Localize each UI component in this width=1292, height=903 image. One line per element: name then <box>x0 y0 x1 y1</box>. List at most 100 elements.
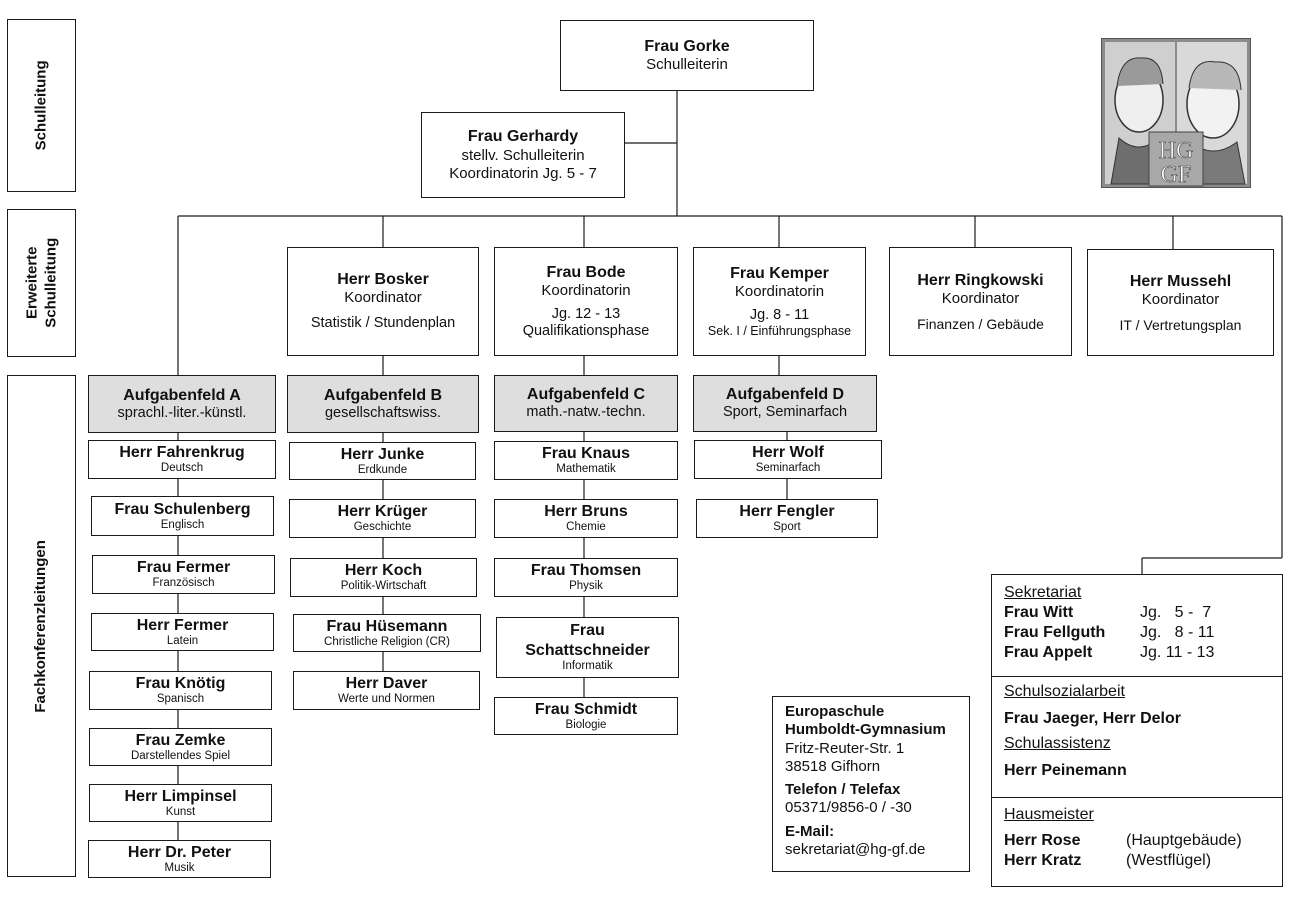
member-box: Frau Hüsemann Christliche Religion (CR) <box>293 614 481 652</box>
hausmeister-label: Hausmeister <box>1004 806 1094 823</box>
member-box: Herr Junke Erdkunde <box>289 442 476 480</box>
staff-name: Frau Appelt <box>1004 644 1093 661</box>
node-detail: Finanzen / Gebäude <box>917 315 1044 332</box>
field-title: Aufgabenfeld B <box>323 386 443 404</box>
node-role: Koordinator <box>1141 290 1220 308</box>
node-detail: Statistik / Stundenplan <box>310 315 456 332</box>
staff-name: Frau Witt <box>1004 604 1074 621</box>
member-subject: Darstellendes Spiel <box>130 749 231 762</box>
member-box: Herr Daver Werte und Normen <box>293 671 480 710</box>
node-coordinator-bosker: Herr Bosker Koordinator Statistik / Stun… <box>287 247 479 356</box>
member-name: Frau Fermer <box>136 559 231 576</box>
member-box: Frau Thomsen Physik <box>494 558 678 597</box>
node-name: Frau Gerhardy <box>467 128 579 146</box>
staff-name: Herr Kratz <box>1004 852 1082 869</box>
member-box: Frau Schattschneider Informatik <box>496 617 679 678</box>
school-name: Humboldt-Gymnasium <box>785 721 946 739</box>
member-box: Herr Limpinsel Kunst <box>89 784 272 822</box>
member-name: Frau Knötig <box>135 675 226 692</box>
member-name: Frau Thomsen <box>530 562 642 579</box>
node-coordinator-ringkowski: Herr Ringkowski Koordinator Finanzen / G… <box>889 247 1072 356</box>
staff-name: Herr Rose <box>1004 832 1081 849</box>
sekretariat-label: Sekretariat <box>1004 584 1082 601</box>
divider <box>992 797 1282 798</box>
list-item: Frau Fellguth Jg. 8 - 11 <box>1004 623 1270 643</box>
email-address: sekretariat@hg-gf.de <box>785 841 926 859</box>
member-subject: Physik <box>569 580 603 593</box>
member-subject: Erdkunde <box>357 463 408 476</box>
sozial-section: Schulsozialarbeit Frau Jaeger, Herr Delo… <box>992 682 1282 781</box>
member-box: Frau Fermer Französisch <box>92 555 275 594</box>
node-name: Frau Bode <box>546 263 626 281</box>
member-name: Frau Schmidt <box>534 700 638 718</box>
member-subject: Französisch <box>152 577 215 590</box>
node-name: Herr Ringkowski <box>917 271 1044 289</box>
logo-text-hg: HG <box>1159 138 1194 164</box>
member-box: Herr Wolf Seminarfach <box>694 440 882 479</box>
staff-name: Frau Fellguth <box>1004 624 1106 641</box>
node-coordinator-kemper: Frau Kemper Koordinatorin Jg. 8 - 11 Sek… <box>693 247 866 356</box>
member-box: Frau Knötig Spanisch <box>89 671 272 710</box>
member-name: Frau Schulenberg <box>114 500 251 518</box>
phone-number: 05371/9856-0 / -30 <box>785 799 912 817</box>
member-subject: Deutsch <box>160 462 204 475</box>
member-subject: Kunst <box>165 805 196 818</box>
member-box: Herr Fengler Sport <box>696 499 878 538</box>
member-subject: Englisch <box>160 518 205 531</box>
list-item: Herr Kratz (Westflügel) <box>1004 851 1270 871</box>
list-item: Herr Rose(Hauptgebäude) <box>1004 831 1270 851</box>
field-subtitle: gesellschaftswiss. <box>324 404 442 421</box>
node-role: Koordinatorin <box>541 281 631 299</box>
member-name: Schattschneider <box>525 641 650 659</box>
assistenz-label: Schulassistenz <box>1004 735 1111 752</box>
field-subtitle: Sport, Seminarfach <box>722 404 848 421</box>
member-subject: Sport <box>773 521 801 534</box>
member-name: Herr Krüger <box>337 503 428 520</box>
member-subject: Biologie <box>565 718 607 731</box>
node-detail: IT / Vertretungsplan <box>1119 316 1242 333</box>
field-title: Aufgabenfeld A <box>123 386 241 404</box>
staff-jg: Jg. 8 - 11 <box>1140 624 1215 641</box>
node-detail: Jg. 8 - 11 <box>749 306 810 323</box>
member-name: Herr Daver <box>345 675 428 692</box>
field-header-d: Aufgabenfeld D Sport, Seminarfach <box>693 375 877 432</box>
node-role: Koordinator <box>344 289 422 307</box>
member-subject: Mathematik <box>556 463 616 476</box>
member-name: Herr Fermer <box>136 616 229 634</box>
member-name: Frau Zemke <box>135 731 226 749</box>
node-name: Frau Gorke <box>644 37 730 55</box>
member-subject: Musik <box>164 861 195 874</box>
node-role: Schulleiterin <box>646 56 728 74</box>
staff-jg: Jg. 11 - 13 <box>1140 644 1215 661</box>
member-subject: Geschichte <box>353 521 412 534</box>
email-label: E-Mail: <box>785 822 835 840</box>
member-box: Frau Schmidt Biologie <box>494 697 678 735</box>
member-box: Herr Fermer Latein <box>91 613 274 651</box>
node-coordinator-mussehl: Herr Mussehl Koordinator IT / Vertretung… <box>1087 249 1274 356</box>
node-name: Frau Kemper <box>730 264 829 282</box>
member-subject: Chemie <box>566 521 606 534</box>
member-subject: Informatik <box>562 659 613 672</box>
divider <box>992 676 1282 677</box>
member-box: Herr Fahrenkrug Deutsch <box>88 440 276 479</box>
field-header-b: Aufgabenfeld B gesellschaftswiss. <box>287 375 479 433</box>
address-box: Europaschule Humboldt-Gymnasium Fritz-Re… <box>772 696 970 872</box>
member-box: Herr Krüger Geschichte <box>289 499 476 538</box>
node-schulleiterin: Frau Gorke Schulleiterin <box>560 20 814 91</box>
member-box: Herr Dr. Peter Musik <box>88 840 271 878</box>
node-name: Herr Bosker <box>337 271 429 289</box>
side-label-schulleitung: Schulleitung <box>7 19 76 192</box>
node-detail: Jg. 12 - 13 <box>551 305 621 322</box>
member-name: Frau Hüsemann <box>326 617 448 635</box>
field-header-c: Aufgabenfeld C math.-natw.-techn. <box>494 375 678 432</box>
member-subject: Christliche Religion (CR) <box>324 635 450 648</box>
staff-place: (Westflügel) <box>1126 852 1212 869</box>
member-box: Frau Zemke Darstellendes Spiel <box>89 728 272 766</box>
node-role: Koordinator <box>941 289 1020 307</box>
member-box: Frau Schulenberg Englisch <box>91 496 274 536</box>
logo-text-gf: GF <box>1161 162 1192 188</box>
node-stellv-schulleiterin: Frau Gerhardy stellv. Schulleiterin Koor… <box>421 112 625 198</box>
